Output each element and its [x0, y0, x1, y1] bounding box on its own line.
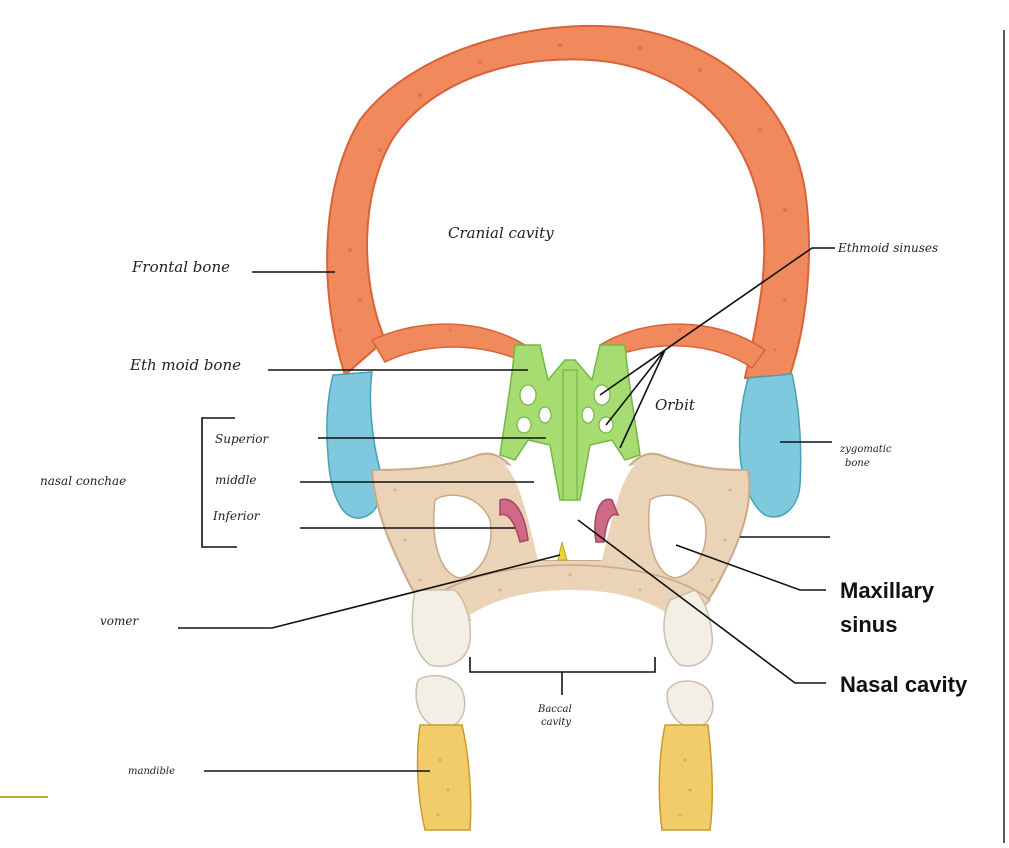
label-nasal-cavity: Nasal cavity — [840, 672, 968, 697]
leader-ethmoid-sinuses-3 — [619, 349, 666, 449]
label-ethmoid-sinuses: Ethmoid sinuses — [837, 241, 938, 255]
leader-ethmoid-sinuses-1 — [599, 247, 835, 396]
label-zygomatic-line2: bone — [845, 458, 870, 469]
lower-tooth-left — [415, 674, 466, 729]
label-zygomatic-line1: zygomatic — [839, 444, 892, 455]
ethmoid-perpendicular-plate — [562, 369, 578, 501]
label-cranial-cavity: Cranial cavity — [448, 224, 554, 242]
buccal-cavity-space — [470, 590, 670, 665]
label-buccal-line2: cavity — [541, 717, 571, 728]
inferior-concha-right — [594, 498, 620, 543]
conchae-bracket — [201, 417, 237, 548]
maxillary-sinus-right — [648, 494, 707, 579]
label-inferior: Inferior — [212, 509, 261, 523]
frontal-texture — [338, 43, 787, 352]
label-nasal-conchae: nasal conchae — [40, 474, 126, 488]
label-mandible: mandible — [128, 766, 175, 777]
label-ethmoid-bone: Eth moid bone — [129, 356, 241, 374]
mandible-left — [416, 724, 472, 831]
zygomatic-bone-left — [326, 371, 383, 519]
leader-lines — [178, 247, 835, 772]
maxillary-sinus-left — [433, 494, 492, 579]
label-buccal-line1: Baccal — [537, 704, 572, 715]
label-orbit: Orbit — [655, 396, 696, 414]
zygomatic-bone-right — [738, 373, 802, 518]
leader-vomer — [178, 554, 561, 629]
vomer — [557, 541, 568, 561]
maxilla-texture — [393, 488, 732, 592]
lower-tooth-right — [666, 680, 714, 729]
label-maxillary-line1: Maxillary — [840, 578, 935, 603]
frontal-bone — [326, 24, 811, 380]
leader-nasal-cavity — [577, 519, 826, 684]
inferior-concha-left — [499, 498, 529, 543]
upper-tooth-right — [663, 589, 714, 667]
mandible-texture — [436, 758, 692, 817]
mandible-right — [658, 724, 713, 831]
label-middle: middle — [215, 473, 257, 487]
frontal-orbital-plate-left — [370, 323, 526, 363]
label-frontal-bone: Frontal bone — [131, 258, 230, 276]
leader-ethmoid-sinuses-2 — [605, 349, 666, 426]
leader-maxillary-sinus — [675, 544, 826, 591]
upper-tooth-left — [411, 589, 472, 667]
label-vomer: vomer — [100, 614, 139, 628]
label-superior: Superior — [215, 432, 270, 446]
label-maxillary-line2: sinus — [840, 612, 897, 637]
